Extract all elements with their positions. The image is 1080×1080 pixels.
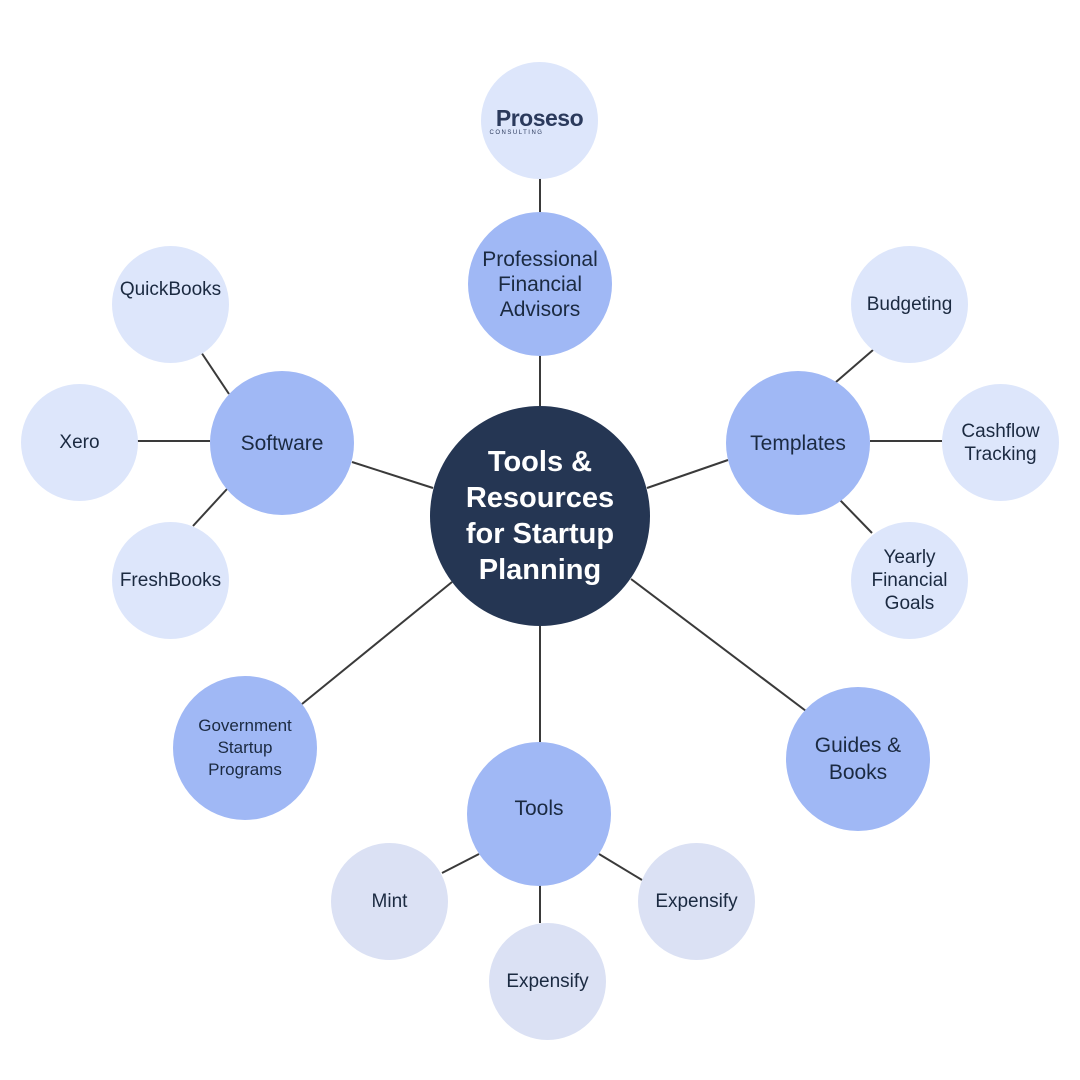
connector-mint-tools — [441, 853, 480, 874]
leaf-budgeting-label: Budgeting — [866, 294, 953, 315]
branch-advisors-label: Professional Financial Advisors — [482, 247, 598, 321]
leaf-yearly-label: Yearly Financial Goals — [871, 547, 948, 614]
leaf-expensify-bottom: Expensify — [489, 923, 606, 1040]
connector-software-center — [351, 461, 434, 489]
leaf-expensify-right-label: Expensify — [655, 891, 738, 912]
branch-government-startup-programs: Government Startup Programs — [173, 676, 317, 820]
leaf-mint-label: Mint — [371, 891, 408, 912]
branch-professional-financial-advisors: Professional Financial Advisors — [468, 212, 612, 356]
connector-guides-center — [630, 578, 807, 712]
connector-budgeting-templates — [835, 349, 874, 383]
leaf-freshbooks: FreshBooks — [112, 522, 229, 639]
branch-guides-books: Guides & Books — [786, 687, 930, 831]
connector-government-center — [301, 581, 453, 705]
leaf-cashflow-label: Cashflow Tracking — [961, 420, 1040, 465]
branch-templates-label: Templates — [750, 431, 846, 455]
logo-wordmark: Proseso — [495, 104, 584, 131]
leaf-xero: Xero — [21, 384, 138, 501]
center-label: Tools & Resources for Startup Planning — [465, 446, 615, 586]
center-node: Tools & Resources for Startup Planning — [430, 406, 650, 626]
leaf-quickbooks-label: QuickBooks — [119, 279, 222, 300]
connector-expensify-right-tools — [598, 853, 643, 881]
connector-freshbooks-software — [192, 488, 228, 527]
branch-tools-label: Tools — [514, 796, 564, 820]
leaf-expensify-right: Expensify — [638, 843, 755, 960]
leaf-budgeting: Budgeting — [851, 246, 968, 363]
leaf-xero-label: Xero — [59, 432, 100, 453]
logo-subtext: CONSULTING — [489, 129, 544, 136]
branch-tools: Tools — [467, 742, 611, 886]
connector-yearly-templates — [839, 499, 873, 534]
leaf-cashflow-tracking: Cashflow Tracking — [942, 384, 1059, 501]
branch-guides-label: Guides & Books — [814, 734, 902, 784]
leaf-quickbooks: QuickBooks — [112, 246, 229, 363]
leaf-mint: Mint — [331, 843, 448, 960]
proseso-consulting-logo: Proseso CONSULTING — [481, 62, 598, 179]
connector-quickbooks-software — [200, 351, 230, 395]
connector-templates-center — [646, 459, 729, 489]
branch-software: Software — [210, 371, 354, 515]
branch-government-label: Government Startup Programs — [198, 716, 292, 779]
branch-templates: Templates — [726, 371, 870, 515]
leaf-yearly-financial-goals: Yearly Financial Goals — [851, 522, 968, 639]
branch-software-label: Software — [240, 431, 324, 455]
leaf-expensify-bottom-label: Expensify — [506, 971, 589, 992]
leaf-freshbooks-label: FreshBooks — [119, 570, 222, 591]
